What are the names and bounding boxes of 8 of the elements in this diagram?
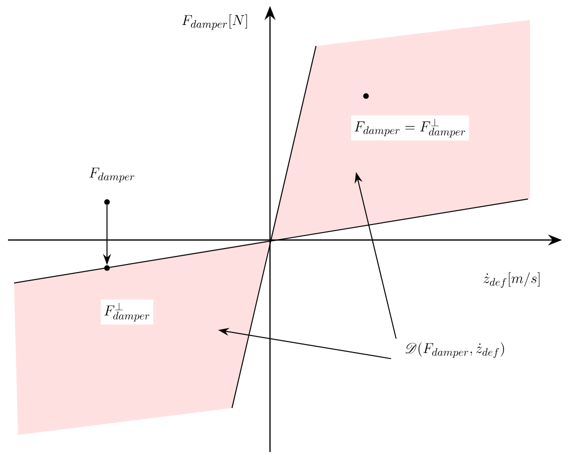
formula-label: $F_{damper}$ (89, 168, 134, 182)
formula-label: $F_{damper} = F^{\perp}_{damper}$ (350, 116, 470, 140)
point-marker (104, 199, 110, 205)
formula-label: $\mathscr{D}(F_{damper},\dot{z}_{def})$ (406, 342, 504, 358)
point-marker (104, 265, 110, 271)
axis-label: $\dot{z}_{def}[m/s]$ (484, 272, 540, 288)
axis-label: $F_{damper}[N]$ (182, 14, 247, 30)
formula-label: $F^{\perp}_{damper}$ (100, 300, 154, 324)
